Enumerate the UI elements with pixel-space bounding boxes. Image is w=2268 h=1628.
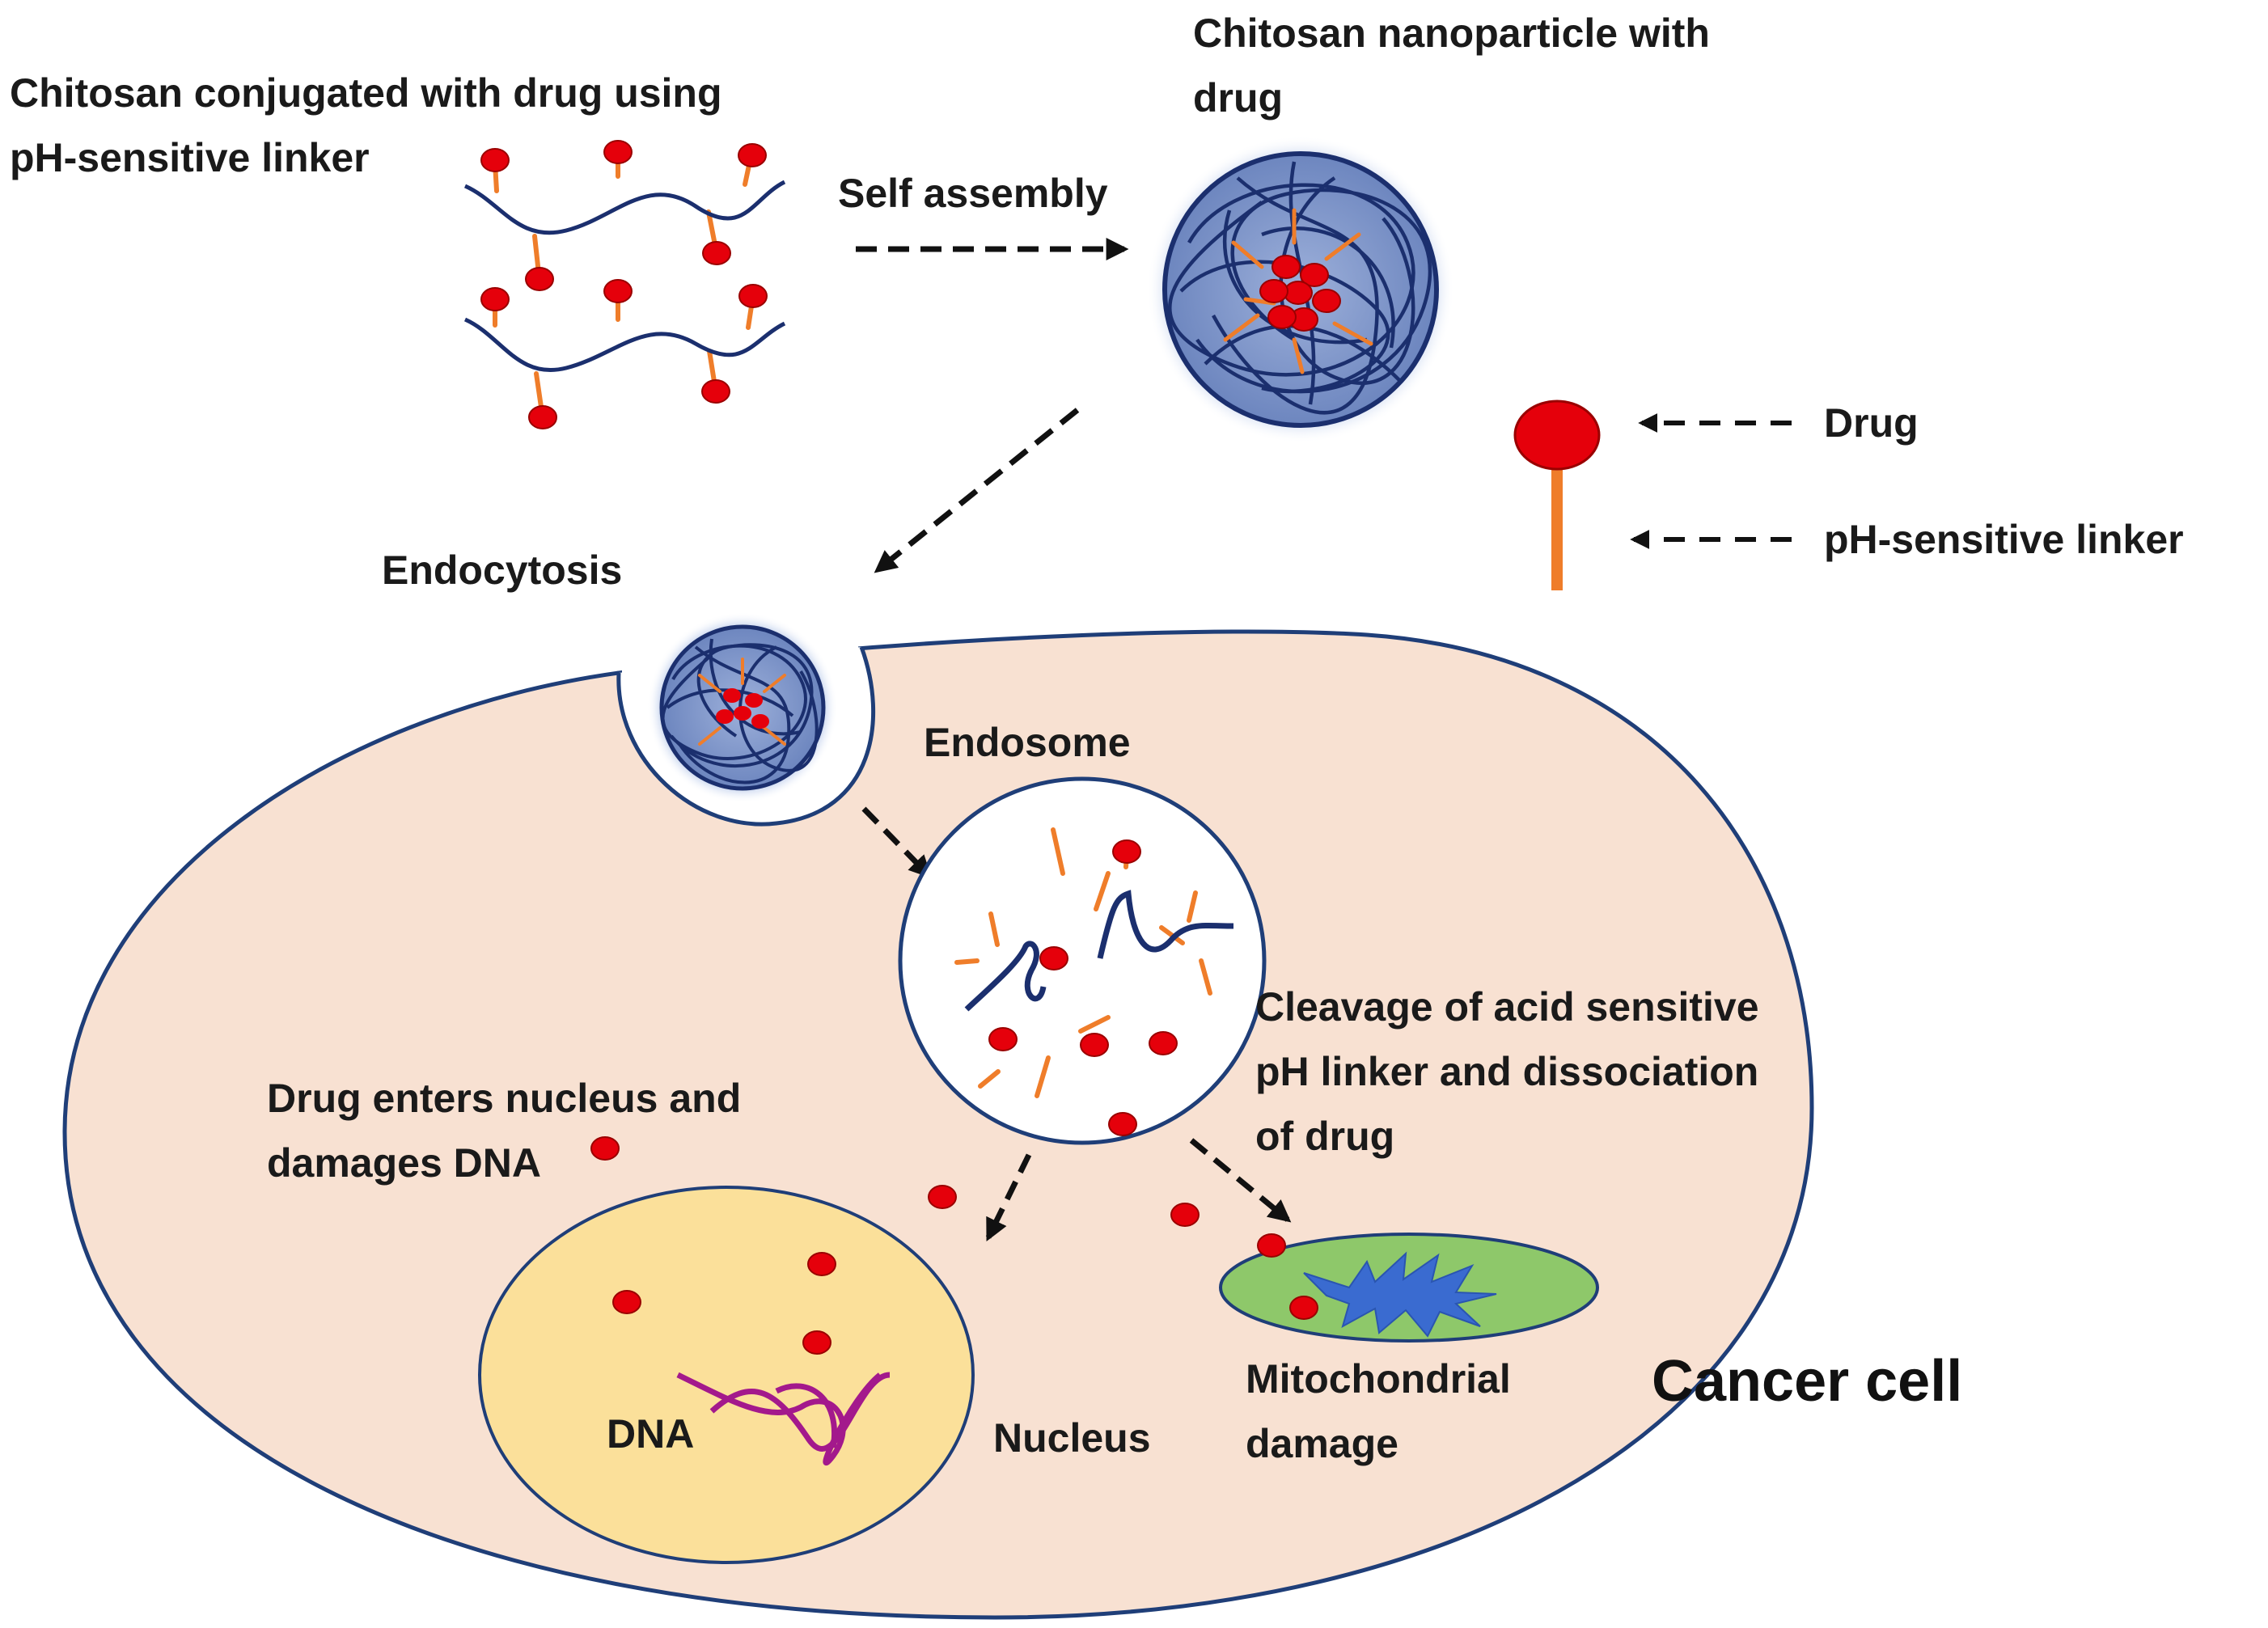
chitosan-drug-conjugate — [463, 140, 786, 429]
drug-enters-label: Drug enters nucleus and damages DNA — [267, 1076, 752, 1186]
cancer-cell-label: Cancer cell — [1652, 1349, 1962, 1414]
endocytosis-arrow — [874, 408, 1080, 573]
endosome-chain-2 — [1097, 890, 1234, 959]
to-mitochondria-arrow — [1189, 1138, 1292, 1223]
entering-nanoparticle-drugs — [716, 688, 769, 729]
drug-floating-2 — [1257, 1233, 1286, 1258]
escaped-drug-1 — [1108, 1112, 1137, 1136]
mitochondrial-line2: damage — [1246, 1421, 1398, 1466]
drug-at-nucleus — [928, 1185, 957, 1209]
self-assembly-label: Self assembly — [838, 171, 1108, 216]
legend-linker-label: pH-sensitive linker — [1824, 517, 2184, 562]
endosome-label: Endosome — [924, 720, 1131, 765]
cleavage-line1: Cleavage of acid sensitive — [1255, 984, 1759, 1030]
chitosan-chain-upper — [463, 180, 786, 235]
chitosan-nanoparticle — [1147, 136, 1454, 443]
chitosan-chain-lower — [463, 317, 786, 372]
nucleus — [478, 1186, 975, 1564]
drug-enters-line2: damages DNA — [267, 1140, 541, 1186]
nanoparticle-label: Chitosan nanoparticle with drug — [1193, 11, 1721, 121]
endocytosis-label: Endocytosis — [382, 548, 622, 593]
dna-label: DNA — [607, 1411, 694, 1457]
cleavage-label: Cleavage of acid sensitive pH linker and… — [1255, 984, 1770, 1159]
entering-nanoparticle — [647, 612, 838, 803]
chitosan-conjugated-line1: Chitosan conjugated with drug using — [10, 70, 722, 116]
cleavage-line2: pH linker and dissociation — [1255, 1049, 1758, 1094]
chitosan-conjugated-line2: pH-sensitive linker — [10, 135, 370, 180]
mitochondria-cristae — [1303, 1251, 1497, 1338]
mitochondrial-line1: Mitochondrial — [1246, 1356, 1511, 1402]
chitosan-conjugated-label: Chitosan conjugated with drug using pH-s… — [10, 70, 733, 180]
drug-enters-line1: Drug enters nucleus and — [267, 1076, 741, 1121]
drug-near-label — [590, 1136, 620, 1161]
endosome — [898, 776, 1267, 1145]
to-nucleus-arrow — [985, 1153, 1032, 1242]
mitochondria — [1219, 1233, 1599, 1343]
legend-drug-label: Drug — [1824, 400, 1919, 446]
drug-markers-chains — [480, 140, 768, 429]
nanoparticle-line2: drug — [1193, 75, 1283, 121]
dna-strands — [676, 1372, 891, 1466]
nucleus-label: Nucleus — [993, 1415, 1151, 1461]
to-endosome-arrow — [861, 806, 932, 879]
endosome-chain-1 — [964, 941, 1047, 1012]
legend-drug-dot — [1513, 400, 1601, 471]
cleavage-line3: of drug — [1255, 1114, 1394, 1159]
legend: Drug pH-sensitive linker — [1513, 400, 2184, 590]
drug-floating-1 — [1170, 1203, 1200, 1227]
nanoparticle-line1: Chitosan nanoparticle with — [1193, 11, 1710, 56]
mitochondrial-label: Mitochondrial damage — [1246, 1356, 1522, 1466]
